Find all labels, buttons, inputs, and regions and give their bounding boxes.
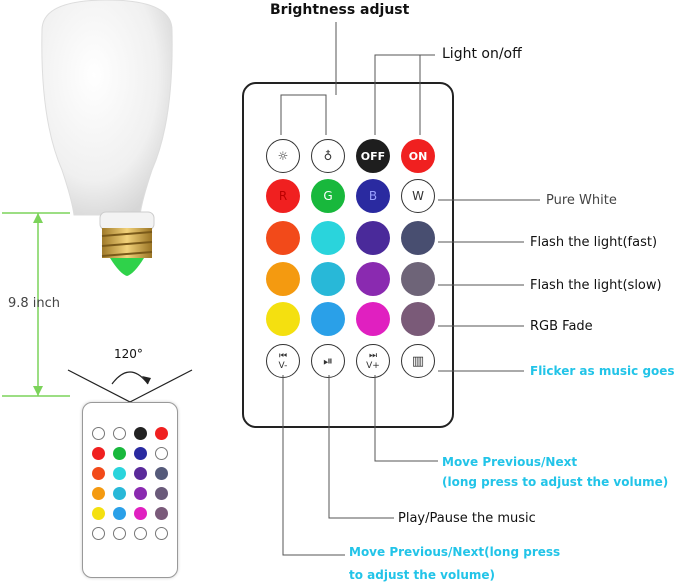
- mini-next: [134, 527, 147, 540]
- flash-fast-label: Flash the light(fast): [530, 235, 658, 250]
- on-button[interactable]: ON: [401, 139, 435, 173]
- color-violet-button[interactable]: [356, 262, 390, 296]
- remote-control: ☼ ♁ OFF ON R G B W ⏮ V- ⏯ ⏭ V+: [242, 82, 454, 428]
- mini-brightness-up: [113, 427, 126, 440]
- strobe-button[interactable]: [401, 262, 435, 296]
- mini-blue: [134, 447, 147, 460]
- play-pause-label: Play/Pause the music: [398, 511, 536, 526]
- mini-green: [113, 447, 126, 460]
- mini-c3: [134, 467, 147, 480]
- color-sky-blue-button[interactable]: [311, 302, 345, 336]
- color-magenta-button[interactable]: [356, 302, 390, 336]
- white-button[interactable]: W: [401, 179, 435, 213]
- mini-brightness-down: [92, 427, 105, 440]
- mini-c10: [113, 507, 126, 520]
- mini-play: [113, 527, 126, 540]
- brightness-adjust-label: Brightness adjust: [270, 2, 410, 18]
- color-orange-button[interactable]: [266, 262, 300, 296]
- light-bulb-image: [41, 0, 173, 276]
- move-prev-label-line1: Move Previous/Next(long press: [349, 545, 561, 559]
- mini-c1: [92, 467, 105, 480]
- red-button[interactable]: R: [266, 179, 300, 213]
- mini-c11: [134, 507, 147, 520]
- play-pause-icon: ⏯: [323, 353, 333, 368]
- brightness-down-button[interactable]: ☼: [266, 139, 300, 173]
- move-next-label-line2: (long press to adjust the volume): [442, 475, 669, 489]
- mini-prev: [92, 527, 105, 540]
- pure-white-label: Pure White: [546, 193, 617, 208]
- next-button[interactable]: ⏭ V+: [356, 344, 390, 378]
- angle-indicator: [67, 369, 193, 403]
- angle-label: 120°: [114, 347, 143, 361]
- mini-c7: [134, 487, 147, 500]
- color-purple-button[interactable]: [356, 221, 390, 255]
- flash-slow-label: Flash the light(slow): [530, 278, 662, 293]
- color-orange-red-button[interactable]: [266, 221, 300, 255]
- small-remote: [82, 402, 178, 578]
- color-yellow-button[interactable]: [266, 302, 300, 336]
- previous-icon: ⏮: [278, 351, 288, 361]
- green-button[interactable]: G: [311, 179, 345, 213]
- move-next-label-line1: Move Previous/Next: [442, 455, 578, 469]
- mini-white: [155, 447, 168, 460]
- height-dimension: [2, 212, 70, 397]
- flash-button[interactable]: [401, 221, 435, 255]
- mini-c9: [92, 507, 105, 520]
- off-button[interactable]: OFF: [356, 139, 390, 173]
- height-label: 9.8 inch: [8, 296, 61, 311]
- color-light-blue-button[interactable]: [311, 262, 345, 296]
- blue-button[interactable]: B: [356, 179, 390, 213]
- mini-c4: [155, 467, 168, 480]
- equalizer-icon: ▥: [411, 353, 425, 369]
- color-cyan-button[interactable]: [311, 221, 345, 255]
- mini-c2: [113, 467, 126, 480]
- bulb-icon: ♁: [323, 149, 333, 163]
- mini-c6: [113, 487, 126, 500]
- mini-c8: [155, 487, 168, 500]
- mini-off: [134, 427, 147, 440]
- play-pause-button[interactable]: ⏯: [311, 344, 345, 378]
- flicker-music-label: Flicker as music goes: [530, 364, 675, 378]
- mini-red: [92, 447, 105, 460]
- move-prev-label-line2: to adjust the volume): [349, 568, 496, 582]
- light-onoff-label: Light on/off: [442, 46, 522, 62]
- mini-music: [155, 527, 168, 540]
- fade-button[interactable]: [401, 302, 435, 336]
- dim-sun-icon: ☼: [277, 149, 289, 163]
- next-icon: ⏭: [368, 351, 378, 361]
- brightness-up-button[interactable]: ♁: [311, 139, 345, 173]
- rgb-fade-label: RGB Fade: [530, 319, 593, 334]
- mini-c5: [92, 487, 105, 500]
- music-mode-button[interactable]: ▥: [401, 344, 435, 378]
- mini-on: [155, 427, 168, 440]
- mini-c12: [155, 507, 168, 520]
